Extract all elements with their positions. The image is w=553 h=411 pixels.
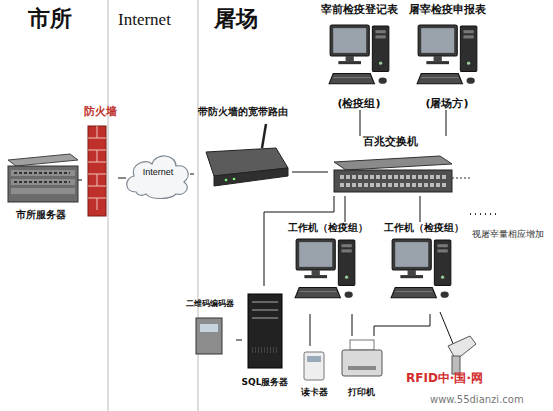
device-label: 打印机 (334, 388, 388, 398)
switch-node: 百兆交换机 (328, 136, 452, 196)
network-switch (334, 156, 452, 192)
network-cable (310, 314, 311, 346)
internet-node: Internet (126, 146, 190, 200)
device-label: 二维码编码器 (180, 300, 240, 309)
firewall-wall (88, 126, 106, 216)
device-label: (屠场方) (400, 98, 494, 110)
printer-device (342, 340, 382, 376)
network-cable (236, 340, 242, 341)
device-label: 市所服务器 (0, 209, 82, 220)
computer-node: 宰前检疫登记表(检疫组) (316, 4, 402, 110)
computer-node: 屠宰检疫申报表(屠场方) (404, 4, 490, 110)
network-cable (345, 196, 346, 222)
zone-title: 屠场 (214, 4, 258, 34)
device-label: 带防火墙的宽带路由 (190, 106, 296, 117)
reader-node: 读卡器 (298, 346, 330, 398)
network-cable (420, 196, 421, 222)
zone-divider (108, 0, 109, 411)
zone-title: 市所 (28, 4, 72, 34)
device-label: Internet (122, 168, 194, 178)
device-label: (检疫组) (312, 98, 406, 110)
device-label: SQL服务器 (238, 378, 292, 388)
desktop-computer (329, 25, 389, 84)
router-device (206, 124, 288, 186)
network-cable (78, 180, 82, 181)
sql-server-node: SQL服务器 (242, 286, 288, 388)
desktop-computer (295, 239, 355, 298)
network-cable (264, 196, 334, 286)
device-label: 屠宰检疫申报表 (400, 4, 494, 16)
barcode-scanner (448, 336, 476, 374)
internet-cloud (127, 156, 188, 199)
zone-title: Internet (118, 10, 171, 30)
network-cable (374, 314, 430, 336)
watermark: RFID中·国·网 (406, 370, 483, 387)
workstation-node: 工作机（检疫组） (382, 222, 466, 314)
expansion-line (452, 178, 472, 179)
device-label: 工作机（检疫组） (282, 222, 374, 233)
card-reader (304, 352, 324, 380)
firewall-node: 防火墙 (82, 106, 118, 220)
qr-encoder (196, 318, 222, 354)
scanner-cable (440, 312, 454, 346)
network-cable (292, 172, 328, 173)
router-node: 带防火墙的宽带路由 (194, 106, 292, 198)
note-text: 视屠宰量相应增加 (472, 228, 544, 241)
sql-tower (248, 294, 282, 368)
expansion-dots (470, 213, 498, 215)
network-cable (118, 178, 126, 179)
network-cable (360, 110, 361, 136)
desktop-computer (391, 239, 451, 298)
device-label: 百兆交换机 (324, 136, 456, 148)
watermark: www.55dianzi.com (430, 394, 524, 405)
device-label: 读卡器 (294, 388, 334, 398)
network-cable (446, 110, 447, 136)
printer-node: 打印机 (338, 336, 384, 398)
device-label: 防火墙 (78, 106, 122, 118)
network-cable (190, 174, 194, 175)
server-node: 市所服务器 (4, 148, 78, 220)
device-label: 宰前检疫登记表 (312, 4, 406, 16)
device-label: 工作机（检疫组） (378, 222, 470, 233)
rack-server (8, 154, 78, 202)
desktop-computer (417, 25, 477, 84)
encoder-node: 二维码编码器 (184, 300, 236, 358)
network-cable (352, 314, 353, 336)
workstation-node: 工作机（检疫组） (286, 222, 370, 314)
